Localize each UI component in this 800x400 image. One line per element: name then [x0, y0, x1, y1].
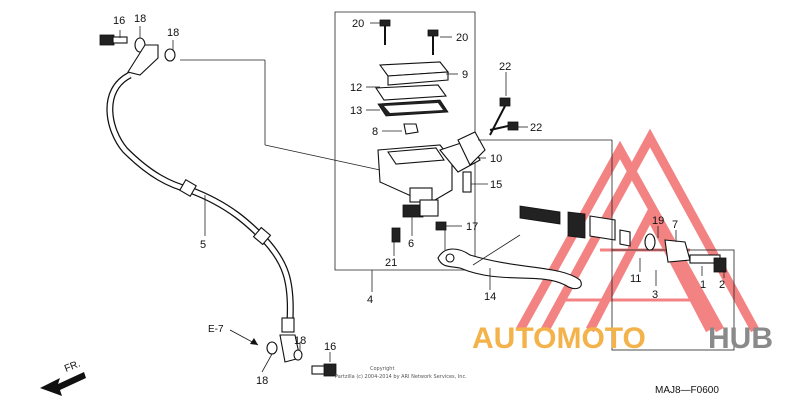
direction-label: FR. [63, 359, 82, 375]
boot-7 [664, 239, 691, 263]
piston-spring-set [519, 205, 631, 247]
clutch-lever [437, 248, 582, 290]
callout-22a: 22 [499, 61, 511, 73]
watermark-word-b: HUB [708, 322, 773, 355]
clutch-hose [106, 71, 295, 333]
diagram-code: MAJ8—F0600 [655, 385, 719, 396]
callout-20b: 20 [456, 32, 468, 44]
callout-11: 11 [630, 273, 641, 285]
watermark-word-a: AUTOMOTO [472, 322, 646, 355]
screw-21 [391, 227, 401, 243]
cap-screw-upper [379, 19, 391, 45]
callout-5: 5 [200, 239, 206, 251]
callout-19: 19 [652, 215, 664, 227]
callout-18b: 18 [167, 27, 179, 39]
callout-3: 3 [652, 289, 658, 301]
pivot-bolt [462, 171, 472, 193]
direction-arrow-icon [40, 372, 86, 396]
callout-1: 1 [700, 279, 706, 291]
callout-16a: 16 [113, 15, 125, 27]
callout-15: 15 [490, 179, 502, 191]
banjo-bolt-bottom [311, 363, 337, 377]
callout-18c: 18 [294, 335, 306, 347]
callout-12: 12 [350, 82, 362, 94]
sealing-washer-bottom-a [266, 341, 278, 355]
callout-18d: 18 [256, 375, 268, 387]
ref-label: E-7 [208, 324, 224, 335]
mounting-bolt-b [489, 121, 519, 131]
callout-2: 2 [719, 279, 725, 291]
callout-21: 21 [385, 257, 397, 269]
watermark-logo [516, 128, 759, 333]
leader-lines [119, 22, 725, 373]
nut-17 [435, 221, 447, 231]
callout-9: 9 [462, 69, 468, 81]
callout-20a: 20 [352, 18, 364, 30]
callout-7: 7 [672, 219, 678, 231]
push-rod [689, 254, 727, 273]
cap-screw-lower [427, 29, 439, 55]
washer-19 [644, 233, 656, 251]
callout-17: 17 [466, 221, 478, 233]
callout-18a: 18 [134, 13, 146, 25]
callout-13: 13 [350, 105, 362, 117]
ref-arrow-e7 [229, 329, 259, 346]
sealing-washer-bottom-b [293, 349, 303, 361]
watermark-text: AUTOMOTO HUB [472, 322, 773, 355]
sealing-washer-top-b [164, 48, 176, 62]
callout-6: 6 [408, 238, 414, 250]
copyright-line-2: Partzilla (c) 2004-2014 by ARI Network S… [335, 374, 467, 380]
callout-10: 10 [490, 153, 502, 165]
callouts: 16 18 18 20 20 9 12 13 8 22 22 10 15 6 1… [113, 13, 725, 387]
callout-22b: 22 [530, 122, 542, 134]
switch-assembly [402, 199, 439, 218]
assembly-box-4 [334, 11, 476, 271]
copyright-line-1: Copyright [370, 366, 394, 372]
cap-plate [375, 84, 448, 101]
callout-4: 4 [367, 294, 373, 306]
float-plate [403, 123, 419, 135]
callout-8: 8 [372, 126, 378, 138]
callout-14: 14 [484, 291, 496, 303]
banjo-bolt-top [99, 34, 128, 46]
banjo-fitting-top [127, 44, 159, 76]
callout-16b: 16 [324, 341, 336, 353]
